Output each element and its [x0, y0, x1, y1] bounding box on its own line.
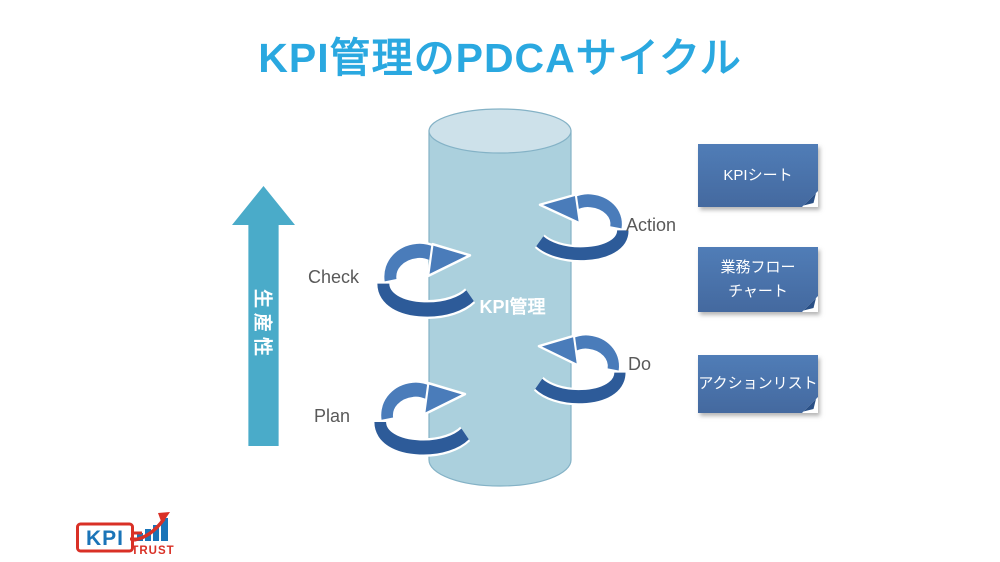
logo-trust-text: TRUST: [131, 545, 174, 556]
folded-corner-icon: [802, 397, 818, 413]
plan-label: Plan: [314, 406, 351, 426]
productivity-label: 生産性: [251, 288, 273, 362]
note-action-list: アクションリスト: [698, 355, 818, 413]
cylinder-label: KPI管理: [479, 297, 546, 317]
cylinder-shape: [428, 108, 572, 487]
folded-corner-icon: [802, 191, 818, 207]
note-label-line2: チャート: [728, 282, 788, 300]
page-title: KPI管理のPDCAサイクル: [258, 35, 742, 81]
do-label: Do: [628, 354, 652, 374]
plan-cycle-arrow-icon: [372, 380, 471, 457]
note-label-line1: 業務フロー: [720, 258, 796, 276]
do-cycle-arrow-icon: [533, 333, 628, 406]
logo-growth-arrow-icon: [130, 512, 170, 542]
kpi-trust-logo: KPI TRUST: [76, 512, 174, 556]
note-kpi-sheet: KPIシート: [698, 144, 818, 207]
action-cycle-arrow-icon: [534, 192, 631, 263]
folded-corner-icon: [802, 296, 818, 312]
action-label: Action: [626, 215, 677, 235]
check-label: Check: [308, 267, 360, 287]
note-label: KPIシート: [723, 166, 793, 184]
logo-kpi-text: KPI: [86, 527, 124, 550]
check-cycle-arrow-icon: [375, 241, 476, 319]
note-business-flowchart: 業務フロー チャート: [698, 247, 818, 312]
note-label: アクションリスト: [698, 375, 818, 392]
